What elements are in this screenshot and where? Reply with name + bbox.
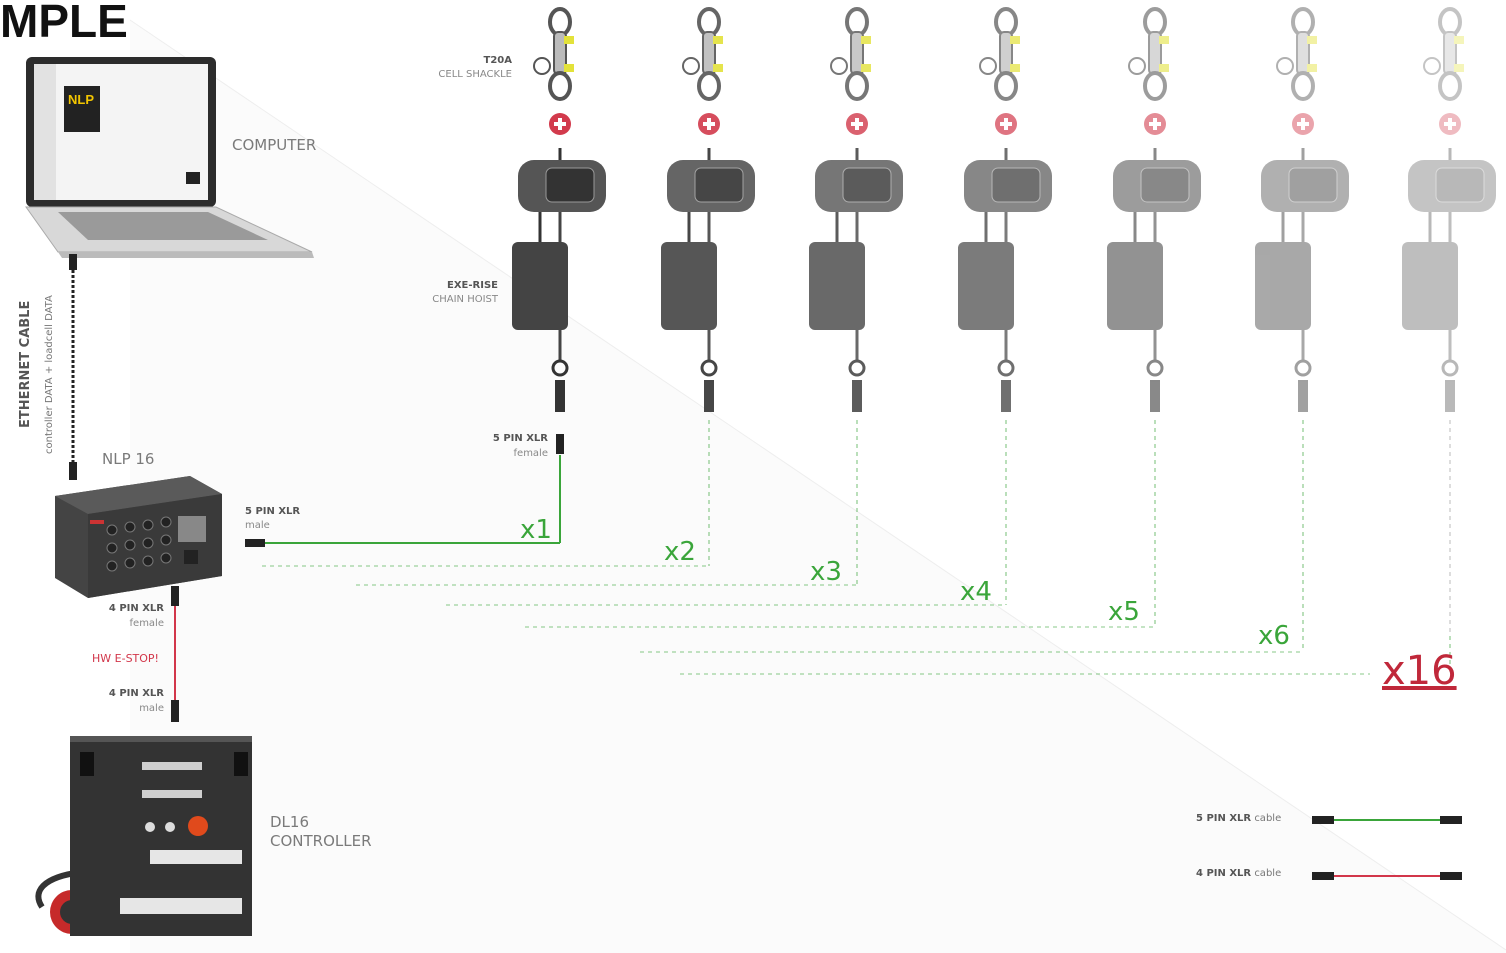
multiplier-x1: x1 <box>520 516 552 544</box>
chain-hoist-icon <box>958 148 1052 412</box>
plus-circle-icon <box>698 113 720 135</box>
hoist-column-5 <box>1107 9 1201 412</box>
hoist-column-4 <box>958 9 1052 412</box>
xlr5-male-connector <box>245 539 265 547</box>
chain-hoist-icon <box>1255 148 1349 412</box>
legend-4pin-cable <box>1310 868 1466 884</box>
multiplier-x5: x5 <box>1108 598 1140 626</box>
plus-circle-icon <box>1439 113 1461 135</box>
legend-5pin-bold: 5 PIN XLR <box>1196 813 1251 824</box>
chain-hoist-icon <box>809 148 903 412</box>
plus-circle-icon <box>846 113 868 135</box>
multiplier-x3: x3 <box>810 558 842 586</box>
multiplier-x6: x6 <box>1258 622 1290 650</box>
legend-4pin-label: 4 PIN XLR cable <box>1196 868 1281 879</box>
legend-4pin-rest: cable <box>1254 868 1281 879</box>
chain-hoist-icon <box>512 148 606 412</box>
shackle-icon <box>1129 9 1169 99</box>
legend-5pin-rest: cable <box>1254 813 1281 824</box>
shackle-icon <box>534 9 574 99</box>
plus-circle-icon <box>1144 113 1166 135</box>
shackle-icon <box>831 9 871 99</box>
hoist-column-7 <box>1402 9 1496 412</box>
hoist-column-2 <box>661 9 755 412</box>
multiplier-x16: x16 <box>1382 650 1457 692</box>
legend-4pin-bold: 4 PIN XLR <box>1196 868 1251 879</box>
chain-hoist-icon <box>1402 148 1496 412</box>
multiplier-x2: x2 <box>664 538 696 566</box>
hoist-column-3 <box>809 9 903 412</box>
hoist-column-6 <box>1255 9 1349 412</box>
legend-5pin-label: 5 PIN XLR cable <box>1196 813 1281 824</box>
shackle-icon <box>980 9 1020 99</box>
shackle-icon <box>1424 9 1464 99</box>
shackle-icon <box>683 9 723 99</box>
plus-circle-icon <box>1292 113 1314 135</box>
hoist-column-1 <box>512 9 606 412</box>
legend-5pin-cable <box>1310 812 1466 828</box>
plus-circle-icon <box>549 113 571 135</box>
chain-hoist-icon <box>661 148 755 412</box>
xlr5-female-connector <box>556 434 564 454</box>
plus-circle-icon <box>995 113 1017 135</box>
shackle-icon <box>1277 9 1317 99</box>
multiplier-x4: x4 <box>960 578 992 606</box>
chain-hoist-icon <box>1107 148 1201 412</box>
